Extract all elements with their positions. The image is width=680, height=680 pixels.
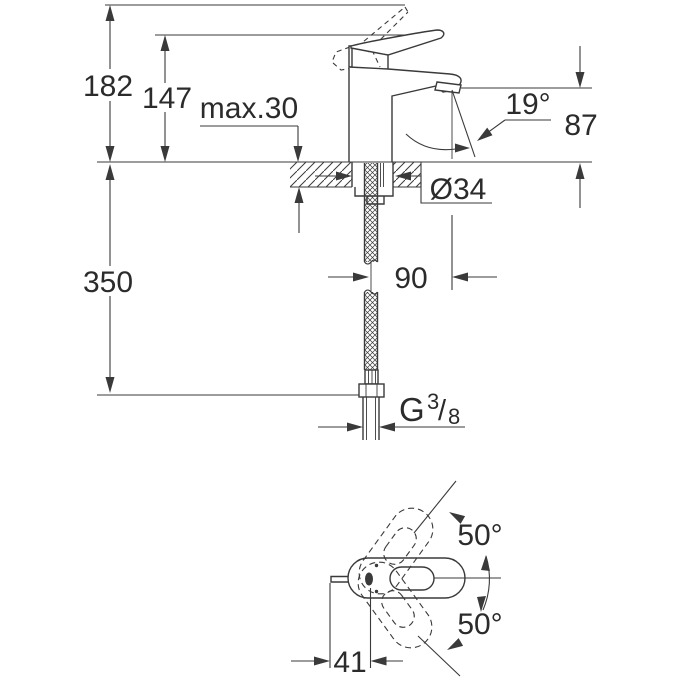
faucet-body: [348, 29, 462, 162]
handle-slot: [389, 566, 435, 591]
extension-lines: [97, 4, 592, 396]
dimension-thread: G 3 / 8: [318, 389, 465, 432]
dim-swivel-upper-label: 50°: [457, 519, 502, 552]
dimension-spout-height: 87: [564, 46, 598, 208]
lever-handle: [350, 29, 445, 56]
dim-total-height-label: 182: [83, 70, 133, 103]
dim-hose-offset-label: 90: [394, 262, 427, 295]
dim-swivel-lower-label: 50°: [457, 608, 502, 641]
dim-hole-diameter-label: Ø34: [430, 173, 487, 206]
swivel-angle-construction: [413, 480, 490, 677]
stream-angle-construction: [405, 89, 476, 159]
thread-slash-label: /: [438, 395, 447, 427]
dimension-hose-offset: 90: [328, 262, 497, 295]
mounting-shank: [351, 162, 394, 370]
dimension-hose-length: 350: [83, 164, 133, 393]
thread-prefix-label: G: [399, 391, 425, 428]
hex-nut: [358, 383, 385, 398]
dim-hose-length-label: 350: [83, 266, 133, 299]
top-view: 50° 50° 41: [291, 480, 503, 679]
dim-spout-height-label: 87: [564, 109, 597, 142]
front-view: 182 147 350 max.30 19: [83, 4, 598, 440]
handle-swivel-positions-dashed: [357, 507, 434, 649]
dimension-lever-height: 147: [142, 35, 192, 162]
dim-spout-angle-label: 19°: [505, 88, 550, 121]
thread-numerator-label: 3: [427, 389, 439, 414]
dim-spout-reach-label: 41: [333, 646, 366, 679]
faucet-spout: [348, 66, 462, 162]
dimension-max-mounting: max.30: [200, 92, 304, 233]
dimension-hole-diameter: Ø34: [315, 171, 492, 206]
dimension-spout-reach: 41: [291, 583, 403, 679]
dim-lever-height-label: 147: [142, 82, 192, 115]
dim-max-mounting-label: max.30: [200, 92, 298, 125]
spout-tip-top: [330, 575, 348, 583]
aerator-outlet: [434, 81, 462, 94]
dimension-total-height: 182: [83, 5, 133, 162]
cartridge-dot: [365, 572, 373, 586]
thread-denominator-label: 8: [448, 404, 460, 429]
hose-connector: [358, 369, 385, 440]
dimension-spout-angle: 19°: [477, 88, 551, 141]
